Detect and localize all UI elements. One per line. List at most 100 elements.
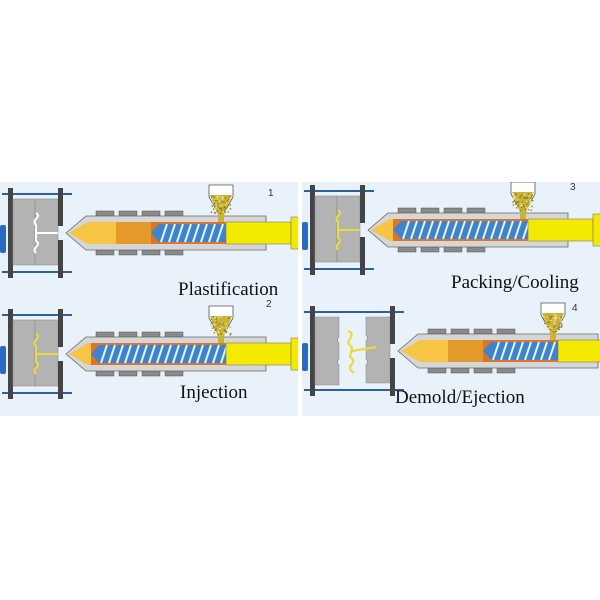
screw-flight [442, 220, 450, 240]
screw-flight [540, 341, 548, 361]
pellet [513, 200, 516, 202]
pellet [522, 205, 525, 208]
pellet [229, 208, 232, 210]
screw-flight [506, 220, 514, 240]
pellet [229, 326, 231, 328]
screw [91, 345, 226, 363]
pellet [557, 321, 560, 324]
pellet [218, 195, 220, 198]
screw-flight [116, 344, 124, 364]
pellet [560, 316, 562, 318]
tie-bar-top [2, 314, 72, 316]
machine-group [302, 302, 600, 396]
pellet [516, 201, 518, 204]
pellet [525, 203, 528, 206]
heater-band-top [397, 207, 417, 214]
heater-band-bottom [118, 249, 138, 256]
heater-band-bottom [496, 367, 516, 374]
pellet [546, 316, 549, 318]
pellet [560, 324, 563, 327]
pellet [526, 200, 528, 203]
pellet [229, 202, 232, 205]
heater-band-top [496, 328, 516, 335]
heater-band-top [473, 328, 493, 335]
pellet [519, 209, 522, 212]
pellet [214, 211, 217, 214]
pellet [218, 327, 221, 330]
pellet [223, 329, 226, 332]
pellet [544, 320, 546, 322]
pellet [553, 326, 556, 328]
machine-group [302, 182, 600, 275]
screw-flight [164, 344, 172, 364]
screw-flight [498, 220, 506, 240]
pellet [210, 318, 213, 321]
pellet [530, 197, 533, 199]
screw-flight [160, 223, 168, 243]
pellet [545, 324, 548, 327]
screw-flight [402, 220, 410, 240]
pellet [227, 211, 229, 213]
tie-bar-top [2, 193, 72, 195]
pellet [213, 324, 215, 326]
machine-group [0, 305, 298, 399]
pellet [521, 205, 523, 207]
pellet [214, 208, 217, 210]
pellet [216, 196, 219, 199]
pellet [218, 322, 221, 325]
pellet [220, 332, 222, 335]
heater-band-bottom [164, 249, 184, 256]
pellet [559, 326, 562, 328]
pellet [214, 329, 217, 332]
pellet [215, 203, 218, 205]
pellet [227, 198, 230, 200]
pellet [520, 206, 523, 209]
pellet [553, 322, 555, 324]
pellet [550, 327, 553, 330]
pellet [220, 207, 222, 210]
screw-flight [204, 344, 212, 364]
pellet [216, 198, 219, 201]
heater-band-bottom [420, 246, 440, 253]
pellet [549, 316, 552, 319]
ram-rod [557, 339, 600, 363]
pellet [212, 195, 214, 198]
pellet [220, 204, 222, 207]
pellet [213, 202, 216, 205]
pellet [214, 332, 217, 334]
pellet [222, 197, 225, 199]
pellet [214, 316, 216, 319]
moving-platen [8, 309, 13, 399]
heater-band-top [118, 331, 138, 338]
pellet [210, 329, 213, 332]
heater-band-bottom [141, 370, 161, 377]
pellet [229, 198, 231, 200]
pellet [215, 199, 217, 202]
screw-flight [180, 344, 188, 364]
heater-band-top [95, 331, 115, 338]
heater-band-top [164, 331, 184, 338]
pellet [223, 209, 226, 212]
moving-platen [310, 185, 315, 275]
screw-flight [208, 223, 216, 243]
pellet [512, 201, 514, 204]
pellet [512, 197, 515, 199]
pellet [217, 333, 219, 336]
pellet [517, 199, 519, 201]
pellet [225, 323, 228, 325]
feed-throat [550, 333, 556, 340]
pellet [548, 321, 551, 323]
screw-flight [514, 220, 522, 240]
ram-rod [225, 221, 292, 245]
pellet [547, 321, 549, 324]
pellet [216, 203, 219, 205]
tie-bar-bottom [304, 268, 374, 270]
pellet [225, 204, 227, 206]
pellet [212, 208, 215, 210]
screw-flight [410, 220, 418, 240]
pellet [547, 327, 550, 330]
fixed-platen-upper [390, 306, 395, 344]
pellet [226, 200, 228, 202]
pellet [550, 319, 552, 322]
screw-flight [508, 341, 516, 361]
